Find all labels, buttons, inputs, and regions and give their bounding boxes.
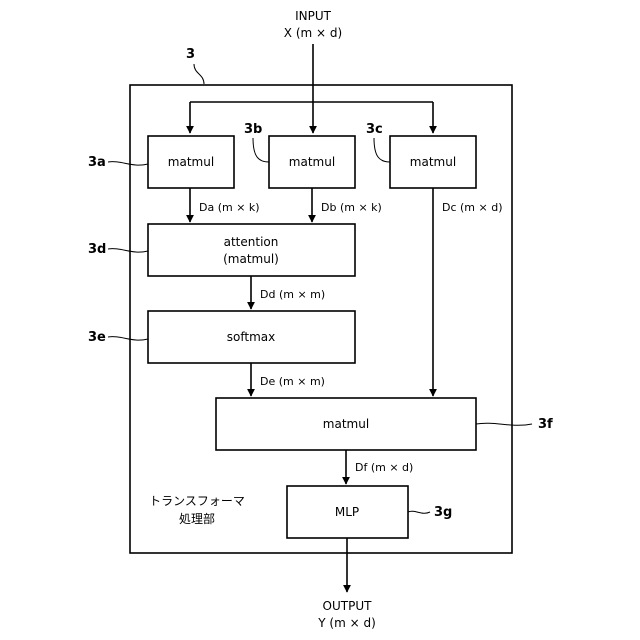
attention-block-3d-label: attention — [224, 235, 279, 249]
ref-3a: 3a — [88, 155, 106, 170]
unit-ref-label: 3 — [186, 47, 195, 62]
ref-3f-leader — [476, 423, 532, 425]
matmul-block-3c-label: matmul — [410, 155, 456, 169]
edge-de-label: De (m × m) — [260, 375, 325, 388]
edge-db-label: Db (m × k) — [321, 201, 382, 214]
matmul-block-3a-label: matmul — [168, 155, 214, 169]
matmul-block-3f-label: matmul — [323, 417, 369, 431]
unit-name-sublabel: 処理部 — [179, 511, 215, 526]
output-label: OUTPUT — [323, 599, 373, 613]
ref-3d-leader — [108, 249, 148, 252]
softmax-block-3e-label: softmax — [227, 330, 275, 344]
attention-block-3d — [148, 224, 355, 276]
ref-3a-leader — [108, 162, 148, 165]
ref-3e: 3e — [88, 330, 106, 345]
ref-3e-leader — [108, 337, 148, 340]
output-shape-label: Y (m × d) — [317, 616, 376, 630]
unit-ref-leader — [194, 64, 204, 84]
attention-block-3d-sublabel: (matmul) — [223, 252, 279, 266]
ref-3c-leader — [374, 138, 390, 162]
edge-da-label: Da (m × k) — [199, 201, 260, 214]
mlp-block-3g-label: MLP — [335, 505, 359, 519]
edge-dd-label: Dd (m × m) — [260, 288, 325, 301]
edge-dc-label: Dc (m × d) — [442, 201, 503, 214]
unit-name-label: トランスフォーマ — [149, 494, 245, 508]
ref-3b-leader — [253, 138, 269, 162]
matmul-block-3b-label: matmul — [289, 155, 335, 169]
ref-3c: 3c — [366, 122, 383, 137]
ref-3b: 3b — [244, 122, 262, 137]
ref-3d: 3d — [88, 242, 106, 257]
ref-3g: 3g — [434, 505, 452, 520]
ref-3g-leader — [408, 511, 430, 513]
input-label: INPUT — [295, 9, 332, 23]
input-shape-label: X (m × d) — [284, 26, 342, 40]
edge-df-label: Df (m × d) — [355, 461, 413, 474]
ref-3f: 3f — [538, 417, 553, 432]
